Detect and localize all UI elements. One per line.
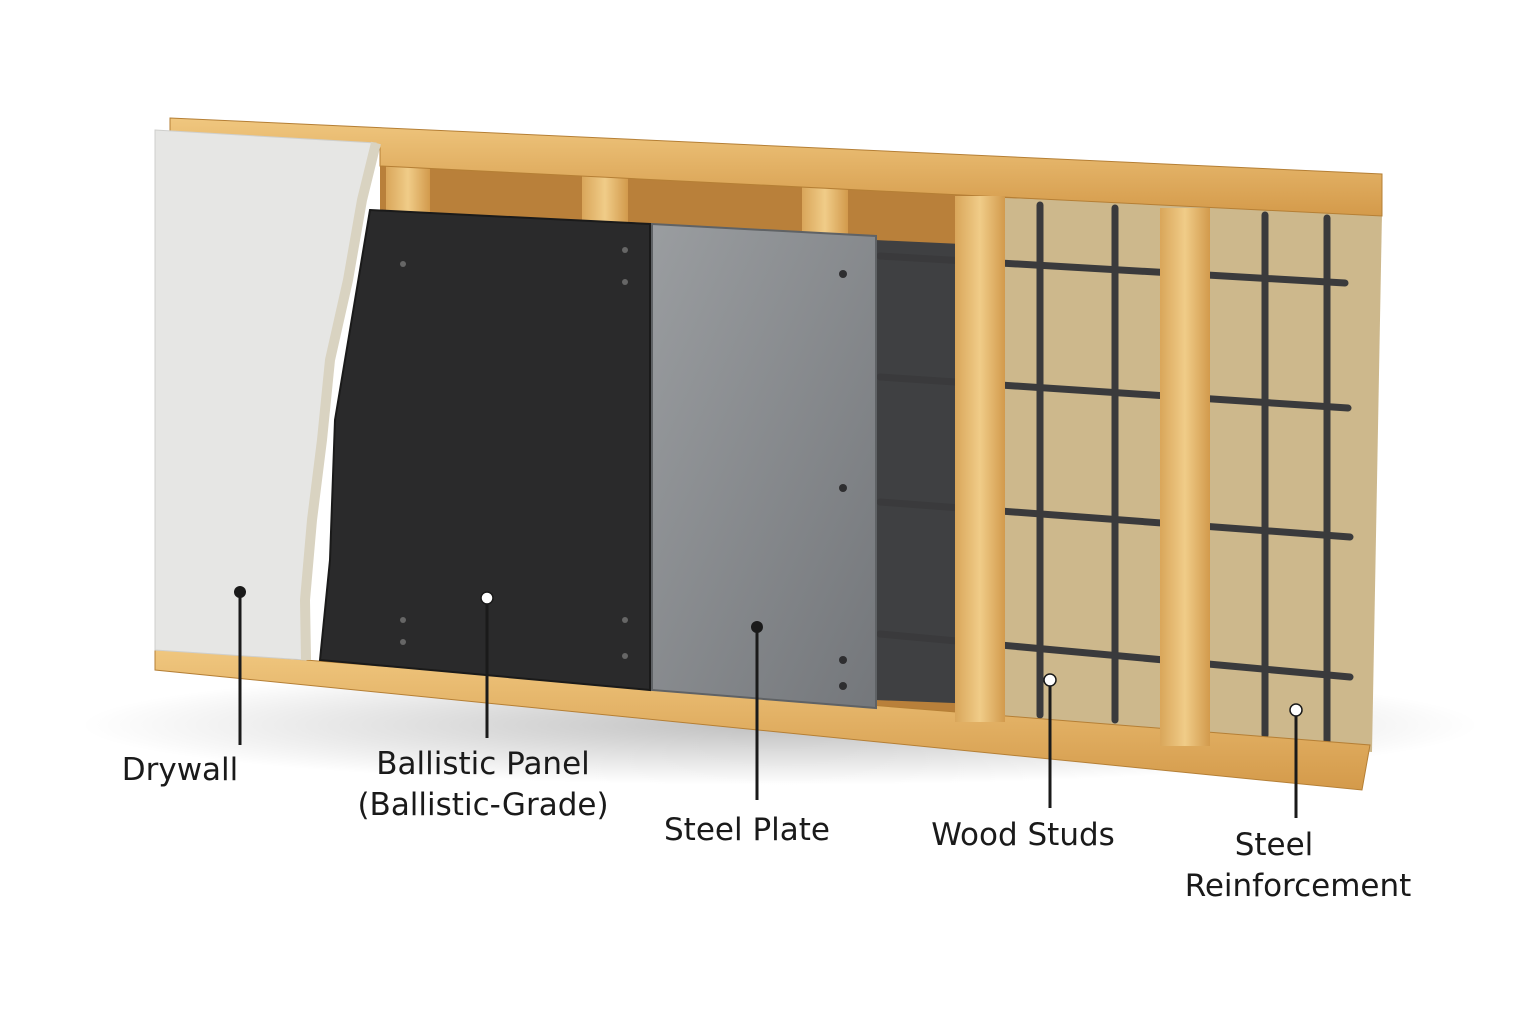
wood-studs-callout-dot: [1043, 673, 1057, 687]
drywall-callout-dot: [234, 586, 246, 598]
label-ballistic-panel: Ballistic Panel (Ballistic-Grade): [357, 744, 608, 826]
label-drywall: Drywall: [121, 752, 239, 788]
label-steel-reinforcement: Steel Reinforcement: [1185, 825, 1412, 907]
label-ballistic-panel-line1: Ballistic Panel: [376, 746, 590, 782]
back-stud: [802, 180, 848, 240]
ballistic-panel: [318, 208, 651, 692]
steel-reinforcement-grid: [876, 201, 1354, 746]
callout-leaders: [238, 592, 1298, 818]
drywall-broken-edge: [299, 141, 381, 661]
label-ballistic-panel-line2: (Ballistic-Grade): [357, 787, 609, 823]
back-stud: [386, 160, 430, 220]
steel-plate-callout-dot: [751, 621, 763, 633]
label-steel-reinforcement-line2: Reinforcement: [1184, 868, 1412, 904]
ballistic-panel-fasteners: [400, 247, 628, 659]
label-steel-plate: Steel Plate: [664, 812, 830, 848]
steel-reinforcement-callout-dot: [1289, 703, 1303, 717]
label-wood-studs: Wood Studs: [931, 817, 1115, 853]
wood-stud: [955, 196, 1005, 722]
wood-stud: [1160, 208, 1210, 746]
steel-plate: [651, 222, 877, 710]
label-steel-reinforcement-line1: Steel: [1234, 827, 1314, 863]
steel-plate-bolts: [839, 270, 847, 690]
ballistic-panel-callout-dot: [480, 591, 494, 605]
